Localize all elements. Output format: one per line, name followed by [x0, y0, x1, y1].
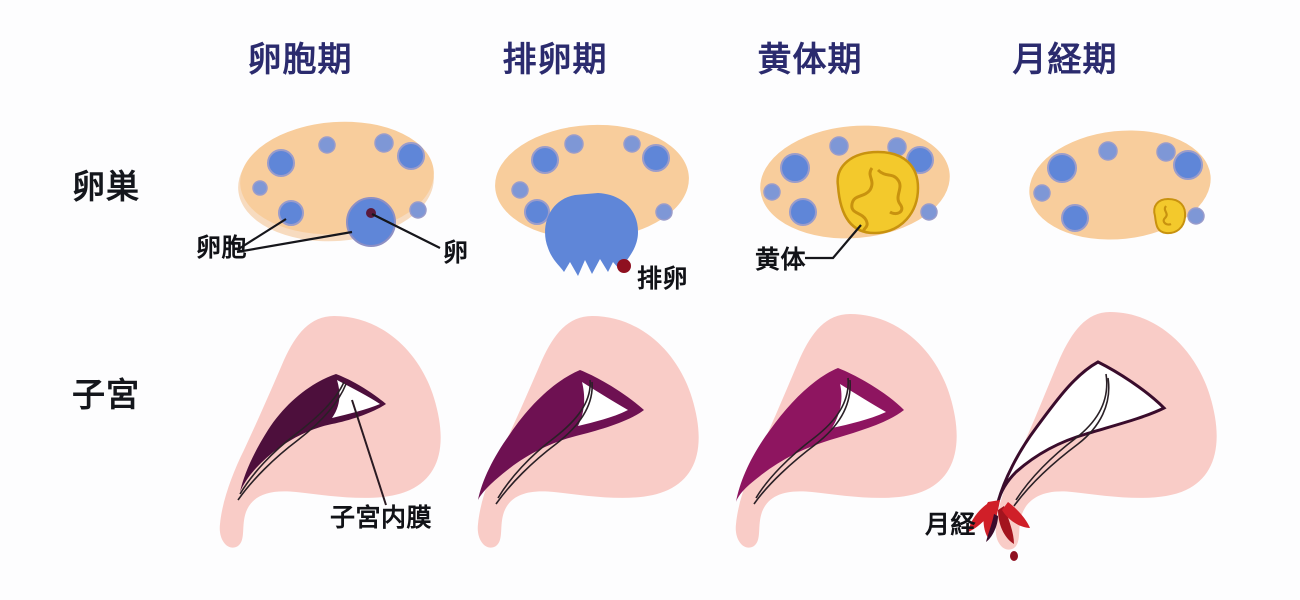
follicle-dot: [642, 144, 670, 172]
blood-drop: [968, 502, 996, 532]
ovary-body: [1029, 130, 1211, 240]
cervical-canal-line: [755, 377, 849, 499]
row-label-uterus: 子宮: [72, 375, 140, 414]
cervical-canal-line: [237, 383, 347, 501]
follicle-dot: [524, 199, 550, 225]
cervical-canal-line: [1013, 377, 1110, 507]
ovary-illustration-ovulation: [495, 124, 689, 276]
blood-drop: [1002, 502, 1030, 528]
cervical-canal-line: [495, 381, 593, 505]
follicle-dot: [267, 149, 295, 177]
cervical-canal-line: [753, 379, 851, 505]
corpus-luteum-texture: [876, 168, 904, 216]
annotation-egg: 卵: [443, 238, 469, 267]
uterus-body: [995, 312, 1217, 550]
follicle-dot: [564, 134, 584, 154]
annotation-corpus-luteum: 黄体: [755, 245, 807, 274]
blood-drop-dark: [986, 514, 998, 542]
cervical-canal-line: [239, 381, 345, 495]
uterine-cavity: [578, 382, 628, 426]
follicle-dot: [920, 203, 938, 221]
corpus-luteum-texture: [850, 167, 874, 233]
leader-line-endometrium: [351, 399, 387, 506]
leader-line-follicle-a: [236, 218, 287, 251]
follicle-dot: [789, 198, 817, 226]
ovary-illustration-follicular: [236, 121, 441, 254]
uterus-illustration-luteal: [735, 314, 957, 548]
uterus-illustration-ovulation: [477, 316, 699, 548]
phase-header-follicular: 卵胞期: [247, 40, 353, 80]
rupturing-follicle: [545, 193, 638, 276]
follicle-dot: [531, 146, 559, 174]
row-label-ovary: 卵巣: [72, 167, 140, 206]
annotation-follicle: 卵胞: [196, 233, 248, 262]
follicle-dot: [829, 136, 849, 156]
annotation-menstruation: 月経: [925, 510, 977, 539]
uterus-body: [219, 316, 441, 548]
uterus-illustration-menstrual: [968, 312, 1217, 561]
follicle-dot: [397, 142, 425, 170]
follicle-dot: [252, 180, 268, 196]
follicle-dot: [655, 203, 673, 221]
leader-line-follicle-b: [236, 230, 353, 254]
cervical-canal-line: [1015, 373, 1108, 501]
follicle-dot: [763, 183, 781, 201]
follicle-dot: [374, 133, 394, 153]
phase-header-menstrual: 月経期: [1012, 40, 1118, 80]
follicle-dot: [780, 153, 810, 183]
follicle-dot: [318, 136, 336, 154]
ovary-illustration-menstrual: [1029, 130, 1211, 240]
annotation-endometrium: 子宮内膜: [330, 503, 433, 532]
follicle-dot: [1047, 153, 1077, 183]
blood-drop: [998, 506, 1014, 544]
follicle-dot: [1187, 207, 1205, 225]
leader-line-egg: [371, 213, 441, 249]
follicle-dot: [1173, 150, 1203, 180]
follicle-dot: [409, 201, 427, 219]
phase-header-luteal: 黄体期: [757, 40, 863, 80]
follicle-dot: [1156, 142, 1176, 162]
released-egg-dot: [617, 259, 631, 273]
follicle-dot: [623, 135, 641, 153]
leader-line-corpus-luteum: [805, 224, 862, 260]
ovary-illustration-luteal: [760, 125, 950, 260]
corpus-albicans-texture: [1162, 205, 1172, 226]
egg-dot: [366, 208, 376, 218]
uterus-illustration-follicular: [219, 316, 441, 548]
follicle-dot: [1033, 184, 1051, 202]
blood-droplet: [1010, 551, 1018, 561]
annotation-ovulation: 排卵: [637, 264, 689, 293]
menstrual-blood: [968, 500, 1030, 561]
corpus-luteum: [836, 150, 920, 235]
uterine-cavity: [832, 384, 886, 428]
corpus-albicans: [1153, 197, 1187, 235]
endometrium-shed-outline: [996, 360, 1167, 503]
follicle-dot: [511, 181, 529, 199]
dominant-follicle: [346, 197, 396, 247]
cervical-canal-line: [497, 379, 591, 499]
follicle-dot: [1098, 141, 1118, 161]
phase-header-ovulation: 排卵期: [502, 40, 608, 80]
follicle-dot: [1061, 204, 1089, 232]
